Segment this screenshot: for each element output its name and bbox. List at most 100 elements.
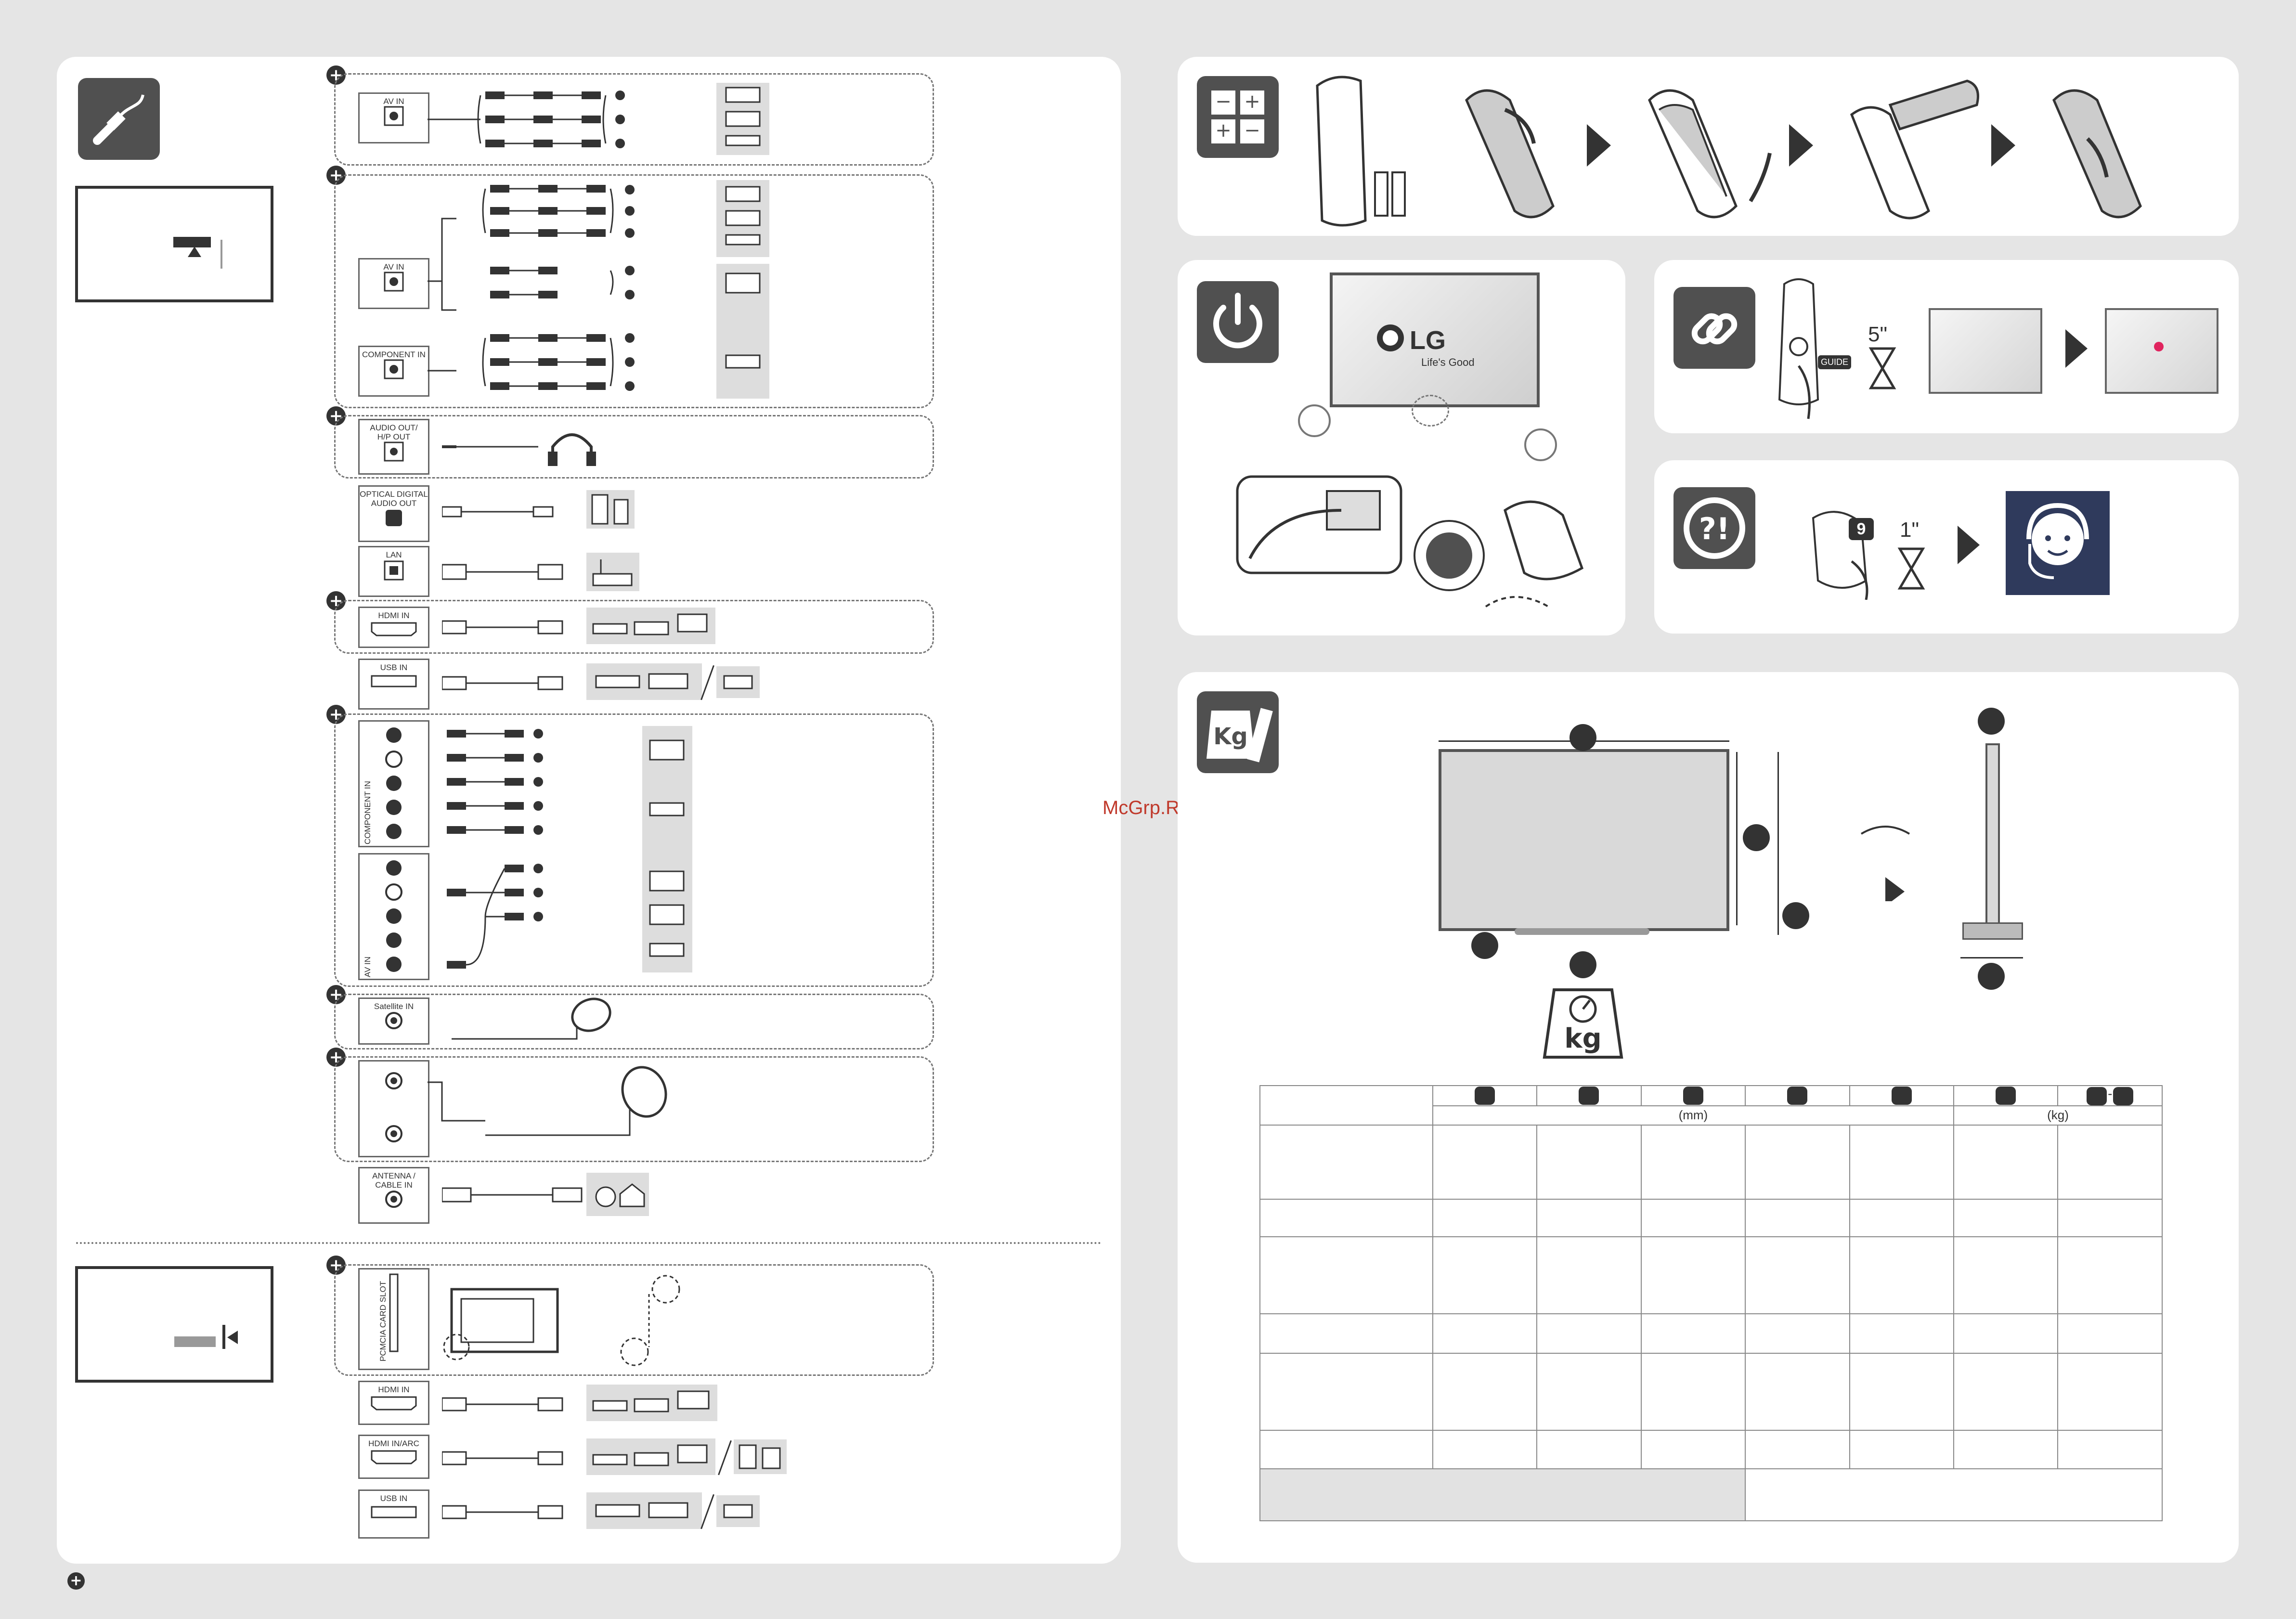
slash-divider bbox=[700, 1494, 714, 1529]
component-in-vertical-port bbox=[358, 720, 429, 847]
hdmi-group bbox=[334, 600, 934, 654]
rear-component-group bbox=[334, 713, 934, 987]
lan-label: LAN bbox=[386, 550, 402, 559]
table-row bbox=[1259, 1352, 2163, 1431]
help-icon: ?! bbox=[1673, 487, 1755, 569]
tv-side-stand bbox=[1962, 922, 2023, 940]
lan-port: LAN bbox=[358, 546, 429, 597]
remote-help-icon bbox=[1812, 511, 1868, 600]
arrow-right-icon bbox=[1789, 124, 1813, 167]
cable-icon bbox=[78, 78, 160, 160]
av-source-devices bbox=[716, 180, 769, 257]
dim-b-badge bbox=[1743, 824, 1770, 851]
satellite-dish-icon bbox=[452, 997, 611, 1040]
group-plus-icon: + bbox=[326, 65, 346, 85]
svg-text:+: + bbox=[1244, 91, 1260, 113]
col-header-b bbox=[1536, 1085, 1642, 1106]
component-in-port: COMPONENT IN bbox=[358, 346, 429, 397]
rear-av-cable-icon bbox=[447, 729, 543, 969]
battery-step-4 bbox=[2052, 89, 2142, 219]
pcmcia-slot bbox=[358, 1268, 429, 1370]
antenna-cable-icon bbox=[442, 1187, 583, 1203]
dimensions-panel: Kg kg - (mm) (k bbox=[1178, 672, 2239, 1563]
height-stand-line bbox=[1777, 752, 1779, 935]
audio-out-group bbox=[334, 415, 934, 479]
table-row bbox=[1259, 1198, 2163, 1237]
hdmi-arc-port: HDMI IN/ARC bbox=[358, 1435, 429, 1479]
tv-stand bbox=[1515, 928, 1649, 935]
hdmi-cable-icon bbox=[442, 620, 563, 635]
usb-side-devices bbox=[586, 1492, 702, 1529]
component-av-group bbox=[334, 174, 934, 408]
hdmi-side-cable-icon bbox=[442, 1397, 563, 1412]
av-in-label: AV IN bbox=[383, 262, 404, 272]
tv-screen: LG Life's Good bbox=[1330, 272, 1540, 407]
hdmi-in-label: HDMI IN bbox=[378, 611, 410, 620]
tv-side-panel-icon bbox=[75, 1266, 273, 1383]
arrow-right-icon bbox=[1587, 124, 1611, 167]
av-cable-icon bbox=[428, 91, 625, 148]
section-divider bbox=[76, 1242, 1102, 1244]
col-header-d bbox=[1745, 1085, 1850, 1106]
battery-step-3 bbox=[1850, 79, 1979, 220]
pairing-panel: GUIDE 5" bbox=[1654, 260, 2239, 433]
av-in-port-2: AV IN bbox=[358, 258, 429, 309]
svg-text:Kg: Kg bbox=[1213, 723, 1248, 750]
audio-out-port: AUDIO OUT/ H/P OUT bbox=[358, 419, 429, 475]
av-in-group bbox=[334, 73, 934, 166]
tv-off-icon bbox=[1929, 308, 2042, 394]
rotate-icon bbox=[1860, 826, 1910, 901]
arrow-right-icon bbox=[1991, 124, 2015, 167]
component-in-label: COMPONENT IN bbox=[362, 350, 426, 359]
usb-in-label: USB IN bbox=[380, 663, 408, 672]
table-row bbox=[1259, 1236, 2163, 1314]
press-button-illustration bbox=[1236, 475, 1402, 574]
dim-d-badge bbox=[1471, 932, 1498, 959]
pcmcia-group bbox=[334, 1264, 934, 1376]
usb-in-port: USB IN bbox=[358, 659, 429, 710]
hourglass-icon bbox=[1868, 347, 1896, 389]
mute-icon-left bbox=[1298, 404, 1331, 437]
av-in-vertical-port bbox=[358, 853, 429, 980]
unit-mm: (mm) bbox=[1432, 1105, 1955, 1126]
av-source-devices bbox=[716, 83, 769, 155]
soundbar-device bbox=[734, 1439, 787, 1474]
ci-module-icon bbox=[443, 1275, 680, 1366]
usb-devices bbox=[586, 663, 702, 700]
pointer-dot bbox=[2154, 342, 2164, 351]
help-time: 1" bbox=[1900, 518, 1920, 542]
remote-power-callout bbox=[1414, 520, 1485, 591]
battery-step-1 bbox=[1465, 89, 1555, 219]
svg-text:kg: kg bbox=[1564, 1023, 1601, 1054]
av-in-vertical-label: AV IN bbox=[363, 956, 372, 977]
mute-icon-right bbox=[1524, 428, 1557, 461]
slash-divider bbox=[700, 665, 714, 700]
power-button-callout bbox=[1412, 395, 1449, 427]
tv-paired-icon bbox=[2105, 308, 2218, 394]
dim-e-badge bbox=[1570, 951, 1596, 978]
unit-kg: (kg) bbox=[1953, 1105, 2163, 1126]
headphones-icon bbox=[442, 433, 596, 466]
power-icon bbox=[1197, 281, 1279, 363]
hold-time: 5" bbox=[1868, 323, 1888, 346]
table-row bbox=[1259, 1313, 2163, 1354]
tv-rear-panel-icon bbox=[75, 186, 273, 302]
table-row bbox=[1259, 1124, 2163, 1200]
audio-out-label: AUDIO OUT/ H/P OUT bbox=[370, 423, 418, 441]
antenna-wall-device bbox=[586, 1173, 649, 1216]
usb-cable-icon bbox=[442, 676, 563, 690]
remote-hand-illustration bbox=[1485, 500, 1584, 608]
dimensions-table: - (mm) (kg) bbox=[1259, 1085, 2163, 1521]
optical-cable-icon bbox=[442, 506, 554, 518]
model-header-cell bbox=[1259, 1085, 1433, 1126]
component-cable-icon bbox=[428, 185, 635, 391]
satellite-in-label: Satellite IN bbox=[374, 1002, 414, 1011]
hdmi-in-side-port: HDMI IN bbox=[358, 1381, 429, 1425]
lg-logo: LG bbox=[1410, 326, 1446, 355]
battery-icon: −++− bbox=[1197, 76, 1279, 158]
usb-stick-device bbox=[716, 666, 760, 698]
router-device bbox=[586, 553, 639, 591]
footnote-plus-icon: + bbox=[67, 1572, 85, 1590]
component-in-vertical-label: COMPONENT IN bbox=[363, 781, 372, 844]
usb-in-side-port: USB IN bbox=[358, 1489, 429, 1539]
